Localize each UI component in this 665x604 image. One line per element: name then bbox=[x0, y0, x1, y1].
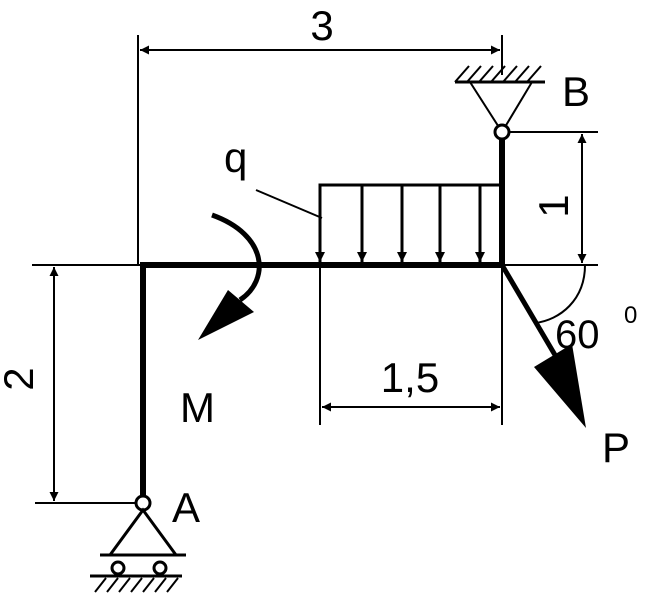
angle-degree-mark: 0 bbox=[624, 302, 637, 329]
dimension-lines bbox=[49, 45, 587, 501]
dimension-label-top: 3 bbox=[310, 2, 333, 49]
dimension-label-bottom: 1,5 bbox=[381, 354, 439, 401]
support-a bbox=[90, 494, 186, 593]
angle-label: 60 bbox=[555, 313, 600, 357]
extension-lines bbox=[32, 35, 598, 504]
dimension-label-right: 1 bbox=[530, 194, 577, 217]
support-b bbox=[454, 65, 545, 141]
angle-arc bbox=[534, 264, 586, 324]
support-label-b: B bbox=[562, 68, 590, 115]
load-label-q: q bbox=[224, 134, 247, 181]
frame-structure bbox=[140, 137, 505, 497]
force-p bbox=[499, 263, 586, 428]
support-label-a: A bbox=[172, 484, 200, 531]
force-label: P bbox=[602, 424, 630, 471]
q-leader bbox=[255, 189, 323, 219]
moment-arrow bbox=[198, 212, 262, 340]
distributed-load bbox=[255, 183, 504, 262]
moment-label: M bbox=[180, 384, 215, 431]
dimension-label-left: 2 bbox=[0, 367, 42, 390]
